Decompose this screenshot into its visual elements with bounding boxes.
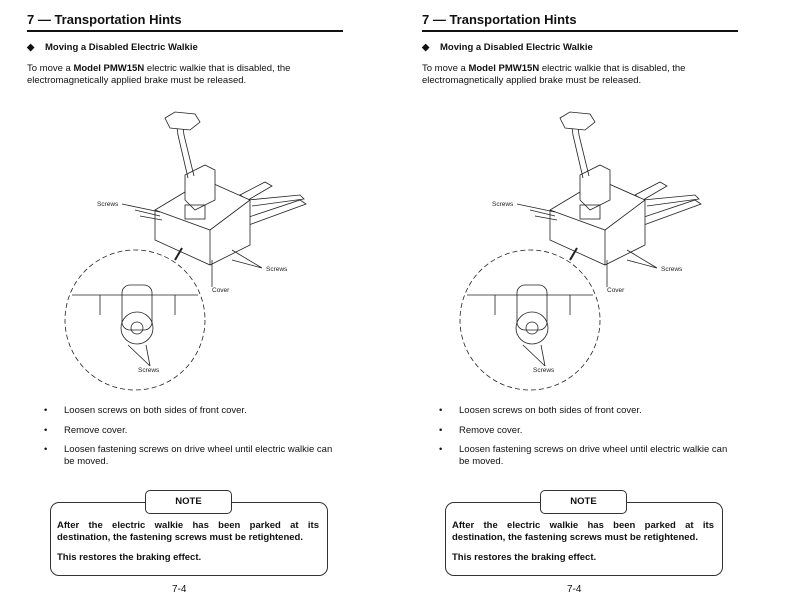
subheading-text: Moving a Disabled Electric Walkie bbox=[45, 42, 198, 53]
walkie-illustration: Screws Screws Cover Screws bbox=[459, 111, 702, 391]
screws-label: Screws bbox=[661, 266, 683, 273]
cover-arrow bbox=[174, 247, 183, 261]
drive-wheel bbox=[120, 311, 154, 345]
instruction-list: •Loosen screws on both sides of front co… bbox=[439, 405, 739, 476]
brake-unit bbox=[121, 284, 153, 331]
screws-label: Screws bbox=[492, 201, 514, 208]
intro-paragraph: To move a Model PMW15N electric walkie t… bbox=[27, 63, 327, 87]
list-item-text: Remove cover. bbox=[64, 424, 128, 436]
title-rule bbox=[27, 30, 343, 32]
list-item: •Loosen screws on both sides of front co… bbox=[439, 405, 642, 416]
list-item: •Loosen fastening screws on drive wheel … bbox=[44, 444, 333, 467]
wheel-hub bbox=[525, 321, 539, 335]
cover-arrow bbox=[569, 247, 578, 261]
note-text: This restores the braking effect. bbox=[452, 552, 597, 563]
list-item: •Remove cover. bbox=[439, 424, 523, 436]
screws-label: Screws bbox=[266, 266, 288, 273]
subheading: ◆ Moving a Disabled Electric Walkie bbox=[27, 42, 198, 53]
list-item-text: Loosen screws on both sides of front cov… bbox=[459, 405, 642, 416]
title-rule bbox=[422, 30, 738, 32]
note-body: After the electric walkie has been parke… bbox=[452, 520, 714, 572]
note-text: This restores the braking effect. bbox=[57, 552, 202, 563]
walkie-illustration: Screws Screws Cover Screws bbox=[64, 111, 307, 391]
tiller-head bbox=[164, 111, 201, 131]
detail-frame bbox=[467, 294, 593, 315]
intro-text: electric walkie that is disabled, the el… bbox=[27, 63, 291, 86]
page-number: 7-4 bbox=[567, 584, 582, 595]
detail-circle bbox=[459, 249, 601, 391]
fork bbox=[239, 199, 307, 227]
screw-arrow bbox=[231, 249, 263, 269]
note-text: After the electric walkie has been parke… bbox=[57, 520, 319, 543]
fork bbox=[634, 199, 702, 227]
screw-arrow bbox=[516, 203, 558, 221]
intro-text: To move a bbox=[422, 63, 469, 74]
drive-cover-detail bbox=[184, 204, 206, 220]
list-item: •Loosen fastening screws on drive wheel … bbox=[439, 444, 728, 467]
drive-wheel bbox=[515, 311, 549, 345]
list-item-text: Loosen fastening screws on drive wheel u… bbox=[459, 444, 728, 467]
screw-arrow bbox=[121, 203, 163, 221]
list-item-text: Loosen fastening screws on drive wheel u… bbox=[64, 444, 333, 467]
list-item-text: Loosen screws on both sides of front cov… bbox=[64, 405, 247, 416]
screws-label: Screws bbox=[533, 367, 555, 374]
note-title: NOTE bbox=[540, 490, 627, 514]
intro-paragraph: To move a Model PMW15N electric walkie t… bbox=[422, 63, 722, 87]
drive-cover-detail bbox=[579, 204, 601, 220]
cover-label: Cover bbox=[212, 287, 230, 294]
control-housing bbox=[579, 164, 611, 211]
section-title: 7 — Transportation Hints bbox=[27, 12, 182, 27]
screws-label: Screws bbox=[97, 201, 119, 208]
fork bbox=[642, 194, 700, 207]
diamond-icon: ◆ bbox=[422, 42, 430, 53]
list-item: •Loosen screws on both sides of front co… bbox=[44, 405, 247, 416]
note-body: After the electric walkie has been parke… bbox=[57, 520, 319, 572]
note-text: After the electric walkie has been parke… bbox=[452, 520, 714, 543]
manual-page: 7 — Transportation Hints ◆ Moving a Disab… bbox=[395, 0, 791, 612]
wheel-hub bbox=[130, 321, 144, 335]
manual-page: 7 — Transportation Hints ◆ Moving a Disab… bbox=[27, 12, 344, 595]
screws-label: Screws bbox=[138, 367, 160, 374]
detail-circle bbox=[64, 249, 206, 391]
note-title: NOTE bbox=[145, 490, 232, 514]
page-number: 7-4 bbox=[172, 584, 187, 595]
instruction-list: •Loosen screws on both sides of front co… bbox=[44, 405, 344, 476]
tiller-head bbox=[559, 111, 596, 131]
control-housing bbox=[184, 164, 216, 211]
fork bbox=[247, 194, 305, 207]
subheading: ◆ Moving a Disabled Electric Walkie bbox=[422, 42, 593, 53]
screw-arrow bbox=[626, 249, 658, 269]
list-item: •Remove cover. bbox=[44, 424, 128, 436]
intro-text: electric walkie that is disabled, the el… bbox=[422, 63, 686, 86]
list-item-text: Remove cover. bbox=[459, 424, 523, 436]
detail-frame bbox=[72, 294, 198, 315]
intro-text: To move a bbox=[27, 63, 74, 74]
screw-arrow bbox=[127, 344, 151, 367]
screw-arrow bbox=[522, 344, 546, 367]
diamond-icon: ◆ bbox=[27, 42, 35, 53]
cover-label: Cover bbox=[607, 287, 625, 294]
brake-unit bbox=[516, 284, 548, 331]
model-name: Model PMW15N bbox=[468, 63, 540, 74]
section-title: 7 — Transportation Hints bbox=[422, 12, 577, 27]
subheading-text: Moving a Disabled Electric Walkie bbox=[440, 42, 593, 53]
model-name: Model PMW15N bbox=[73, 63, 145, 74]
